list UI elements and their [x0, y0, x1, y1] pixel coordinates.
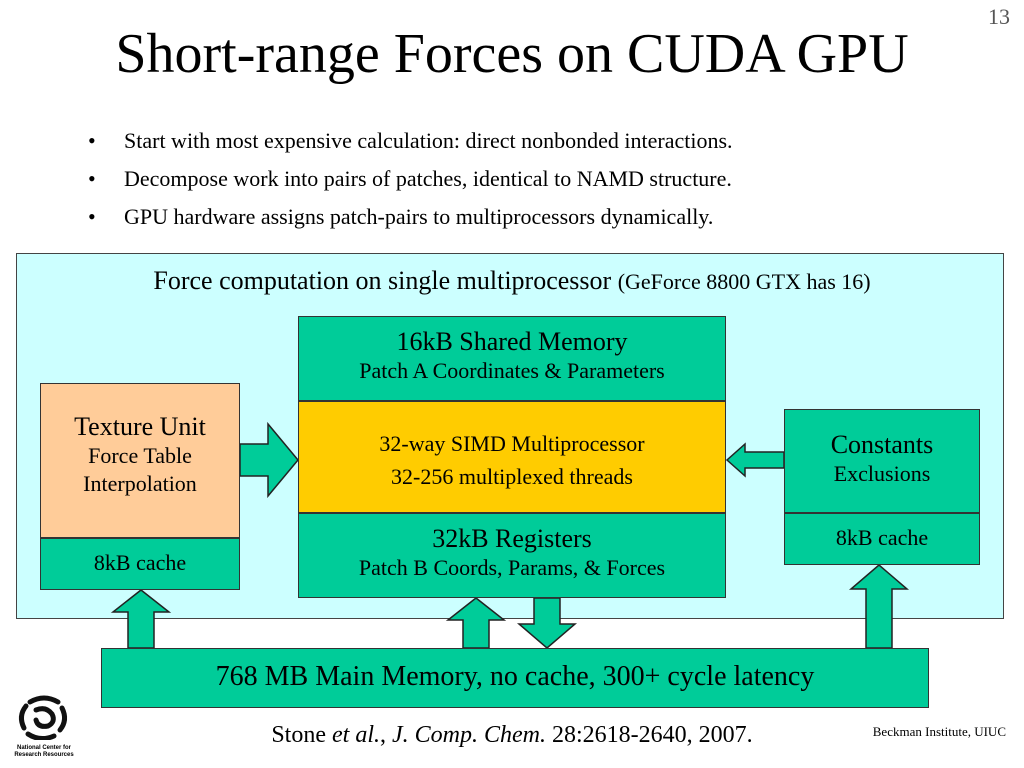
registers-title: 32kB Registers — [432, 524, 592, 553]
arrow-texture-to-simd — [239, 421, 299, 499]
panel-title: Force computation on single multiprocess… — [0, 266, 1024, 296]
main-memory-box: 768 MB Main Memory, no cache, 300+ cycle… — [101, 648, 929, 708]
constants-subtitle: Exclusions — [833, 461, 931, 486]
shared-memory-box: 16kB Shared Memory Patch A Coordinates &… — [298, 316, 726, 401]
shared-memory-subtitle: Patch A Coordinates & Parameters — [359, 358, 665, 383]
arrow-memory-to-constants — [848, 564, 910, 649]
arrow-registers-to-memory — [516, 597, 578, 649]
registers-box: 32kB Registers Patch B Coords, Params, &… — [298, 513, 726, 598]
bullet-item: Start with most expensive calculation: d… — [88, 122, 733, 160]
affiliation: Beckman Institute, UIUC — [872, 724, 1006, 739]
ncsa-logo-text: National Center for Research Resources — [14, 745, 74, 758]
simd-multiprocessor-box: 32-way SIMD Multiprocessor 32-256 multip… — [298, 401, 726, 513]
constants-cache-box: 8kB cache — [784, 513, 980, 565]
slide-number: 13 — [988, 4, 1010, 29]
arrow-memory-to-texture — [110, 589, 172, 649]
citation-reference: 28:2618-2640, 2007. — [551, 722, 753, 748]
slide-title: Short-range Forces on CUDA GPU — [115, 23, 909, 85]
texture-unit-line2: Force Table — [88, 443, 192, 468]
panel-title-main: Force computation on single multiprocess… — [153, 266, 612, 295]
bullet-item: Decompose work into pairs of patches, id… — [88, 160, 733, 198]
citation-journal: J. Comp. Chem. — [392, 722, 546, 748]
panel-title-note: (GeForce 8800 GTX has 16) — [617, 269, 871, 294]
constants-title: Constants — [830, 430, 934, 459]
registers-subtitle: Patch B Coords, Params, & Forces — [358, 555, 666, 580]
texture-unit-box: Texture Unit Force Table Interpolation — [40, 383, 240, 538]
texture-cache-box: 8kB cache — [40, 538, 240, 590]
simd-line1: 32-way SIMD Multiprocessor — [379, 431, 645, 456]
simd-line2: 32-256 multiplexed threads — [391, 464, 633, 489]
citation-separator: , — [380, 722, 386, 748]
constants-box: Constants Exclusions — [784, 409, 980, 513]
shared-memory-title: 16kB Shared Memory — [396, 327, 628, 356]
texture-unit-line3: Interpolation — [83, 471, 197, 496]
bullet-list: Start with most expensive calculation: d… — [88, 122, 733, 236]
texture-unit-title: Texture Unit — [74, 412, 206, 441]
citation-etal: et al. — [332, 722, 380, 748]
ncsa-logo: National Center for Research Resources — [8, 692, 80, 759]
arrow-memory-to-registers — [445, 597, 507, 649]
bullet-item: GPU hardware assigns patch-pairs to mult… — [88, 198, 733, 236]
citation-author: Stone — [271, 722, 326, 748]
ncsa-logo-icon — [18, 695, 68, 742]
arrow-constants-to-simd — [725, 442, 785, 478]
citation: Stone et al., J. Comp. Chem. 28:2618-264… — [0, 722, 1024, 749]
